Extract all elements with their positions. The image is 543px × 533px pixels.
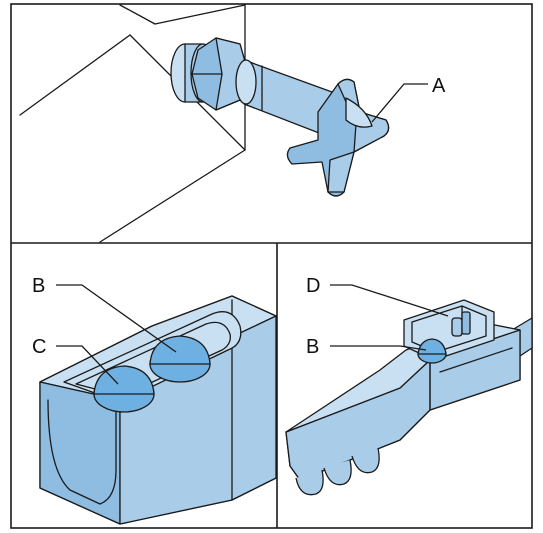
top-panel: A bbox=[19, 4, 446, 243]
label-d: D bbox=[306, 275, 320, 297]
leader-a bbox=[371, 83, 428, 123]
leader-b-right bbox=[330, 345, 427, 351]
callout-b-right: B bbox=[306, 336, 427, 358]
switch-housing bbox=[403, 299, 495, 364]
leader-d bbox=[330, 284, 449, 317]
label-b-right: B bbox=[306, 336, 319, 358]
button-c bbox=[93, 365, 155, 413]
callout-c: C bbox=[32, 336, 119, 385]
callout-d: D bbox=[306, 275, 449, 317]
leader-b-left bbox=[56, 284, 177, 353]
button-b-left bbox=[149, 335, 211, 383]
figure-frame bbox=[10, 3, 533, 529]
callout-a: A bbox=[371, 75, 446, 123]
star-knob bbox=[286, 78, 390, 197]
hex-nut bbox=[191, 37, 249, 111]
label-b-left: B bbox=[32, 275, 45, 297]
wall-lines bbox=[19, 4, 246, 243]
callout-b-left: B bbox=[32, 275, 177, 353]
bottom-right-panel: D B bbox=[285, 275, 533, 496]
pendant-body bbox=[285, 321, 521, 481]
outer-border bbox=[10, 3, 533, 529]
bottom-left-panel: B C bbox=[32, 275, 277, 525]
leader-c bbox=[56, 345, 119, 385]
label-a: A bbox=[432, 75, 446, 97]
label-c: C bbox=[32, 336, 46, 358]
finger-grips bbox=[295, 447, 380, 496]
